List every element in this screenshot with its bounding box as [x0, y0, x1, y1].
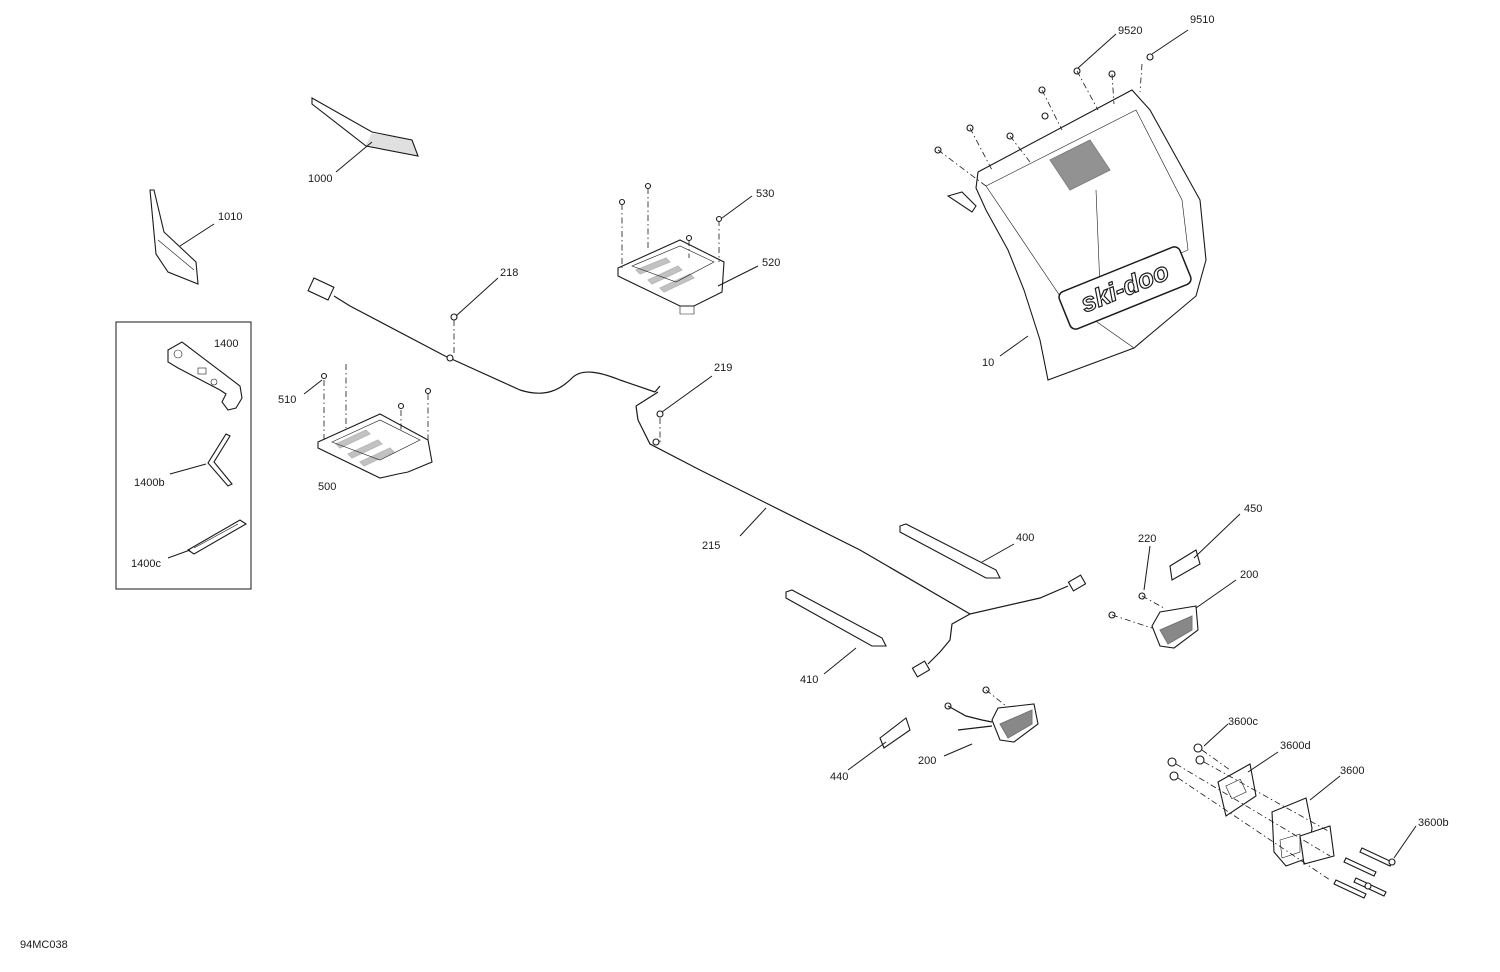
part-520-bracket	[617, 182, 725, 315]
callout-220: 220	[1138, 533, 1156, 545]
part-400-reflector	[899, 523, 1001, 579]
part-10-rear-flap: ski-doo	[934, 53, 1207, 381]
part-200-light-upper	[1108, 592, 1199, 649]
callout-1400: 1400	[214, 338, 238, 350]
callout-400: 400	[1016, 532, 1034, 544]
leader-lines	[167, 29, 1417, 859]
callout-1000: 1000	[308, 173, 332, 185]
part-410-reflector	[785, 589, 887, 647]
wrench-icon	[167, 341, 243, 411]
callout-215: 215	[702, 540, 720, 552]
figure-code: 94MC038	[20, 939, 68, 951]
part-500-bracket	[317, 364, 433, 479]
part-1010-decal	[149, 189, 199, 285]
part-200-light-lower	[944, 686, 1039, 743]
tool-kit-box	[115, 321, 252, 590]
part-450-reflector	[1169, 549, 1201, 581]
callout-3600: 3600	[1340, 765, 1364, 777]
callout-labels: 1000 1010 1400 1400b 1400c 218 219 215 5…	[131, 14, 1449, 829]
callout-1400c: 1400c	[131, 558, 161, 570]
callout-520: 520	[762, 257, 780, 269]
part-3600d-plate	[1217, 763, 1257, 817]
callout-530: 530	[756, 188, 774, 200]
callout-9520: 9520	[1118, 25, 1142, 37]
callout-1010: 1010	[218, 211, 242, 223]
part-215-harness	[307, 277, 1087, 678]
callout-3600b: 3600b	[1418, 817, 1449, 829]
part-3600-hitch	[1271, 797, 1335, 867]
callout-200-lower: 200	[918, 755, 936, 767]
callout-3600c: 3600c	[1228, 716, 1258, 728]
flat-tool-icon	[186, 519, 248, 555]
hex-key-icon	[207, 433, 233, 487]
callout-200-upper: 200	[1240, 569, 1258, 581]
part-218-screw	[450, 313, 458, 356]
callout-9510: 9510	[1190, 14, 1214, 26]
part-219-screw	[656, 410, 664, 442]
part-3600b-bolts	[1333, 847, 1396, 899]
part-1000-decal	[311, 97, 419, 157]
callout-450: 450	[1244, 503, 1262, 515]
callout-1400b: 1400b	[134, 477, 165, 489]
callout-3600d: 3600d	[1280, 740, 1311, 752]
part-3600c-nuts	[1167, 743, 1331, 881]
callout-218: 218	[500, 267, 518, 279]
callout-410: 410	[800, 674, 818, 686]
callout-510: 510	[278, 394, 296, 406]
callout-219: 219	[714, 362, 732, 374]
callout-10: 10	[982, 357, 994, 369]
callout-500: 500	[318, 481, 336, 493]
callout-440: 440	[830, 771, 848, 783]
